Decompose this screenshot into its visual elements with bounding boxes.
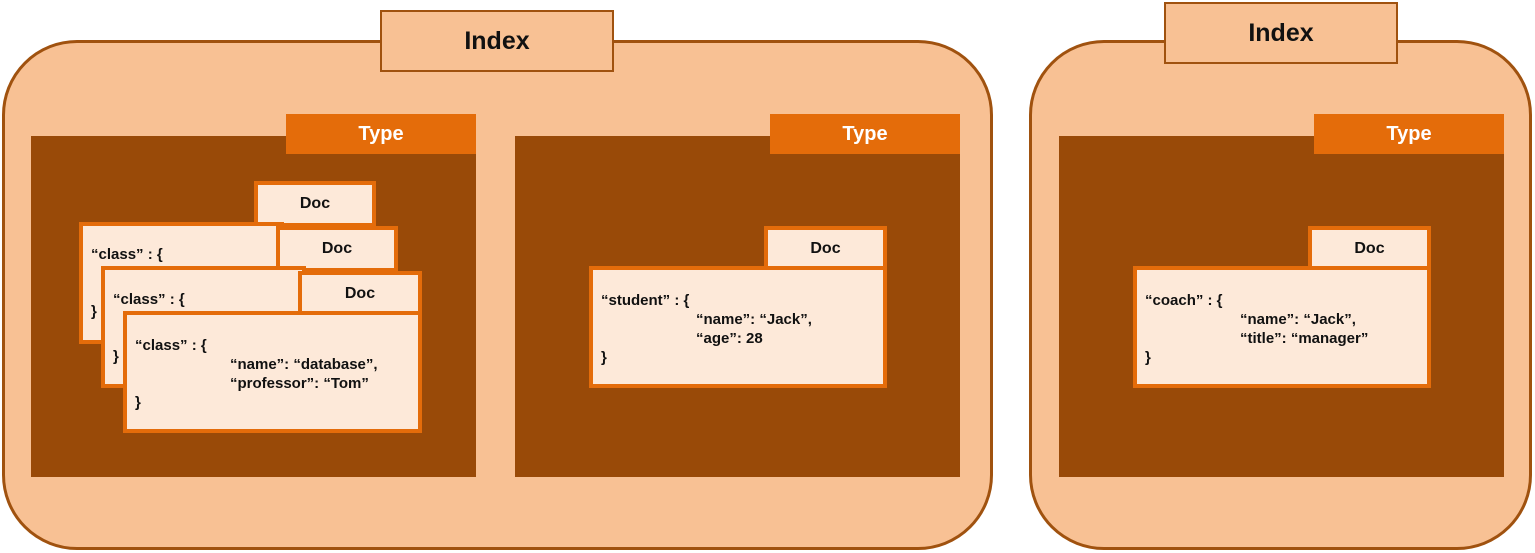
doc-line-close: } <box>113 348 119 365</box>
doc-line-field: “age”: 28 <box>696 330 763 347</box>
doc-line-open: “coach” : { <box>1145 292 1223 309</box>
doc-line-open: “class” : { <box>135 337 207 354</box>
doc-tab-back: Doc <box>254 181 376 227</box>
doc-line-field: “professor”: “Tom” <box>230 375 369 392</box>
doc-line-close: } <box>135 394 141 411</box>
doc-line-open: “student” : { <box>601 292 690 309</box>
type-tab-1: Type <box>286 114 476 154</box>
doc-tab-front: Doc <box>298 271 422 317</box>
doc-line-field: “name”: “database”, <box>230 356 378 373</box>
doc-line-field: “title”: “manager” <box>1240 330 1369 347</box>
doc-card-front: “class” : { “name”: “database”, “profess… <box>123 311 422 433</box>
type-tab-3: Type <box>1314 114 1504 154</box>
doc-line-close: } <box>601 349 607 366</box>
doc-tab-middle: Doc <box>276 226 398 272</box>
doc-line-open: “class” : { <box>91 246 163 263</box>
index-label-1: Index <box>380 10 614 72</box>
doc-line-close: } <box>1145 349 1151 366</box>
doc-line-close: } <box>91 303 97 320</box>
doc-line-open: “class” : { <box>113 291 185 308</box>
index-label-2: Index <box>1164 2 1398 64</box>
type-tab-2: Type <box>770 114 960 154</box>
doc-card-coach: “coach” : { “name”: “Jack”, “title”: “ma… <box>1133 266 1431 388</box>
doc-line-field: “name”: “Jack”, <box>1240 311 1356 328</box>
doc-card-student: “student” : { “name”: “Jack”, “age”: 28 … <box>589 266 887 388</box>
doc-line-field: “name”: “Jack”, <box>696 311 812 328</box>
